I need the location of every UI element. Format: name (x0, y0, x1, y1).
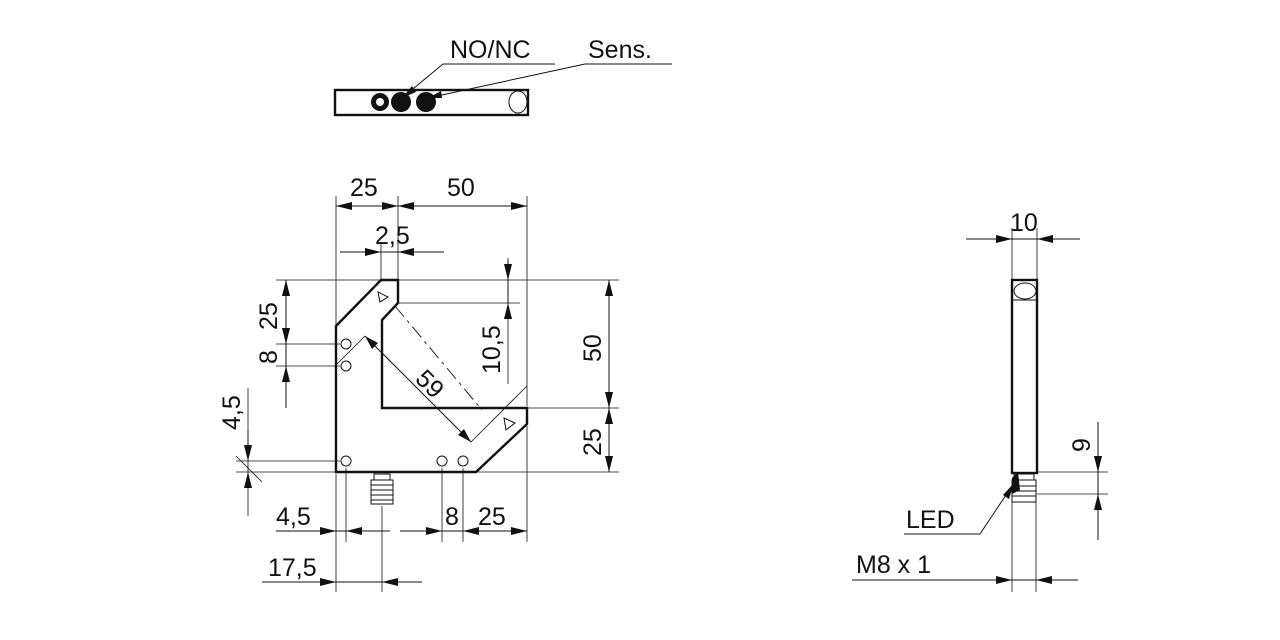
front-view: 25 50 2,5 25 8 4,5 59 10,5 50 (218, 174, 619, 592)
label-thread: M8 x 1 (856, 551, 931, 579)
sens-knob (416, 92, 436, 112)
leader-sens (427, 63, 586, 99)
dim-h-mid: 10,5 (478, 325, 506, 374)
label-led: LED (906, 506, 955, 534)
dim-h-upper: 25 (255, 302, 283, 330)
dim-w-bottom-right: 25 (478, 503, 506, 531)
emitter-triangle (377, 291, 390, 303)
dim-w-left: 25 (350, 174, 378, 202)
dim-side-width: 10 (1010, 209, 1038, 237)
dim-edge-h: 4,5 (276, 503, 311, 531)
diag-dim-line (364, 335, 472, 443)
top-view-body (333, 88, 530, 117)
dim-h-lower: 25 (579, 428, 607, 456)
mount-hole (457, 455, 469, 467)
receiver-triangle (503, 417, 516, 431)
dim-connector-pos: 17,5 (268, 554, 317, 582)
side-view-lens (1013, 282, 1037, 300)
switch-knob (391, 92, 411, 112)
mount-hole (436, 455, 448, 467)
top-view: NO/NC Sens. (333, 36, 672, 117)
dim-hole-pitch: 8 (255, 350, 283, 364)
dim-w-right: 50 (447, 174, 475, 202)
mount-hole (340, 338, 352, 350)
dim-diag: 59 (410, 364, 449, 403)
dim-hole-pitch-b: 8 (445, 503, 459, 531)
dim-led-height: 9 (1068, 438, 1096, 452)
side-view: 10 9 LED M8 x 1 (852, 209, 1108, 592)
diag-arrow-top (365, 336, 378, 349)
dim-h-total: 50 (579, 334, 607, 362)
optical-axis (394, 305, 483, 411)
top-view-lens (508, 90, 528, 114)
label-no-nc: NO/NC (450, 36, 531, 64)
mount-hole (340, 455, 352, 467)
label-sens: Sens. (588, 36, 652, 64)
switch-symbol-left-inner (376, 98, 384, 106)
side-connector (1011, 473, 1037, 503)
leader-sens-arrow (428, 91, 442, 98)
dim-offset: 2,5 (375, 222, 410, 250)
leader-switch-arrow (402, 86, 416, 98)
side-view-body (1010, 278, 1039, 475)
mount-hole (340, 360, 352, 372)
diag-arrow-bottom (458, 429, 471, 442)
m8-connector (370, 473, 394, 505)
dim-edge-v: 4,5 (218, 395, 246, 430)
